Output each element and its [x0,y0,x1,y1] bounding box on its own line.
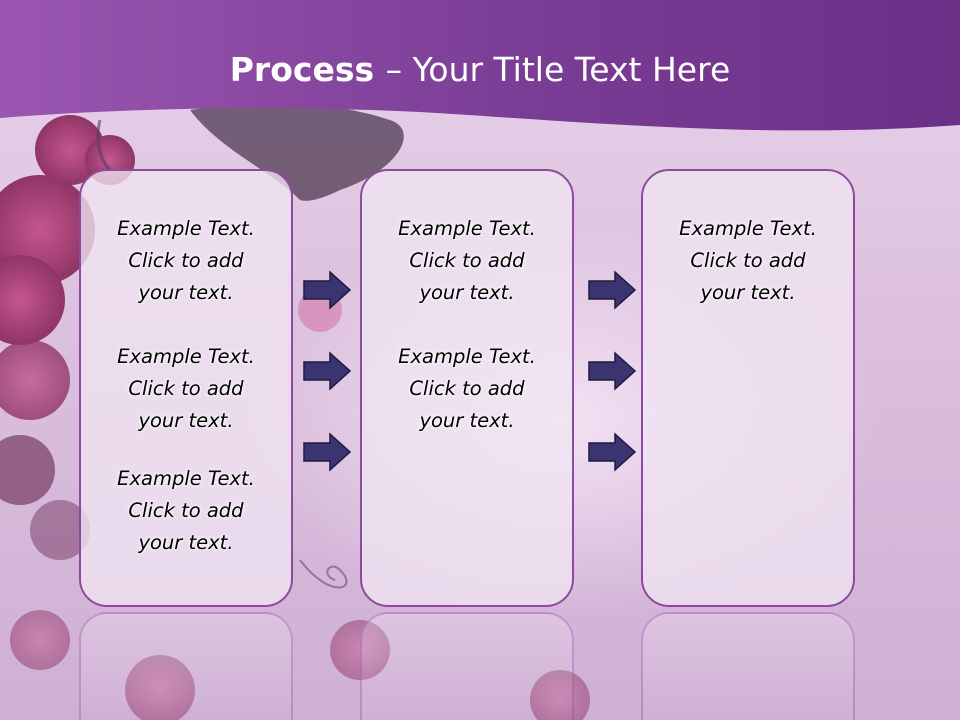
text-line: your text. [700,281,796,304]
box-reflection [360,612,574,720]
text-line: your text. [138,281,234,304]
text-line: Example Text. [398,345,536,368]
text-line: your text. [138,531,234,554]
right-arrow-icon[interactable] [302,432,352,472]
text-line: Click to add [409,249,525,272]
text-line: Click to add [128,249,244,272]
text-line: Click to add [690,249,806,272]
text-block[interactable]: Example Text. Click to add your text. [362,213,572,309]
text-block[interactable]: Example Text. Click to add your text. [81,341,291,437]
text-line: Example Text. [117,467,255,490]
box-reflection [641,612,855,720]
right-arrow-icon[interactable] [587,351,637,391]
box-reflection [79,612,293,720]
text-line: your text. [419,409,515,432]
text-block[interactable]: Example Text. Click to add your text. [81,213,291,309]
text-line: your text. [138,409,234,432]
text-block[interactable]: Example Text. Click to add your text. [81,463,291,559]
right-arrow-icon[interactable] [587,432,637,472]
right-arrow-icon[interactable] [302,351,352,391]
title-rest: – Your Title Text Here [385,50,731,89]
text-line: your text. [419,281,515,304]
slide-title[interactable]: Process – Your Title Text Here [0,50,960,89]
header-band [0,0,960,131]
text-line: Example Text. [398,217,536,240]
right-arrow-icon[interactable] [587,270,637,310]
process-box-3[interactable]: Example Text. Click to add your text. [641,169,855,607]
text-line: Click to add [128,499,244,522]
right-arrow-icon[interactable] [302,270,352,310]
process-box-2[interactable]: Example Text. Click to add your text. Ex… [360,169,574,607]
process-box-1[interactable]: Example Text. Click to add your text. Ex… [79,169,293,607]
text-line: Example Text. [117,345,255,368]
text-line: Example Text. [679,217,817,240]
text-line: Click to add [128,377,244,400]
text-line: Example Text. [117,217,255,240]
text-block[interactable]: Example Text. Click to add your text. [362,341,572,437]
text-line: Click to add [409,377,525,400]
text-block[interactable]: Example Text. Click to add your text. [643,213,853,309]
title-bold: Process [229,50,386,89]
